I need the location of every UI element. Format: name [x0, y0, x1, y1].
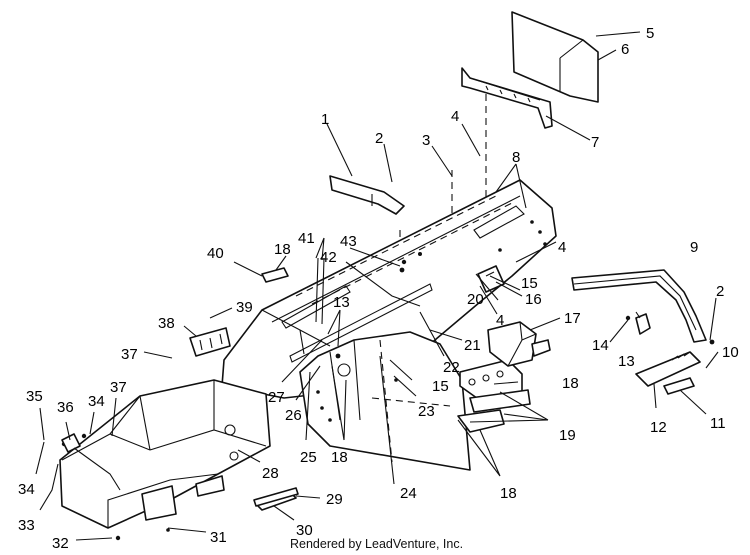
callout-41: 41 — [298, 230, 315, 247]
callout-34b: 34 — [88, 393, 105, 410]
switch-housing — [487, 321, 551, 367]
callout-5: 5 — [646, 25, 654, 42]
callout-13a: 13 — [333, 294, 350, 311]
linkage-arm — [61, 433, 121, 491]
callout-18b: 18 — [500, 485, 517, 502]
callout-42: 42 — [320, 249, 337, 266]
callout-37b: 37 — [110, 379, 127, 396]
callout-22: 22 — [443, 359, 460, 376]
callout-6: 6 — [621, 41, 629, 58]
render-credit: Rendered by LeadVenture, Inc. — [290, 537, 464, 551]
callout-23: 23 — [418, 403, 435, 420]
callout-4: 4 — [451, 108, 459, 125]
top-bracket — [329, 175, 405, 215]
u-shaped-bumper — [571, 269, 715, 345]
callout-43: 43 — [340, 233, 357, 250]
callout-31: 31 — [210, 529, 227, 546]
callout-18d: 18 — [274, 241, 291, 258]
small-plate — [261, 267, 289, 283]
callout-7: 7 — [591, 134, 599, 151]
rear-mounting-bracket — [461, 67, 553, 129]
callout-25: 25 — [300, 449, 317, 466]
callout-11: 11 — [710, 415, 726, 432]
callout-15b: 15 — [432, 378, 449, 395]
callout-38: 38 — [158, 315, 175, 332]
callout-30: 30 — [296, 522, 313, 539]
callout-1: 1 — [321, 111, 329, 128]
callout-13b: 13 — [618, 353, 635, 370]
callout-29: 29 — [326, 491, 343, 508]
callout-33: 33 — [18, 517, 35, 534]
callout-2: 2 — [375, 130, 383, 147]
callout-8: 8 — [512, 149, 520, 166]
callout-34a: 34 — [18, 481, 35, 498]
callout-10: 10 — [722, 344, 739, 361]
callout-14: 14 — [592, 337, 609, 354]
callout-16: 16 — [525, 291, 542, 308]
callout-20: 20 — [467, 291, 484, 308]
callout-12: 12 — [650, 419, 667, 436]
callout-40: 40 — [207, 245, 224, 262]
callout-18a: 18 — [562, 375, 579, 392]
callout-19: 19 — [559, 427, 576, 444]
callout-4c: 4 — [496, 312, 504, 329]
leader-lines — [35, 31, 719, 541]
rear-shield-plate — [511, 11, 599, 103]
callout-9: 9 — [690, 239, 698, 256]
callout-36: 36 — [57, 399, 74, 416]
callout-26: 26 — [285, 407, 302, 424]
callout-numbers: 1 2 3 4 5 6 7 8 4 9 2 15 16 4 20 17 14 1… — [18, 25, 739, 552]
callout-18c: 18 — [331, 449, 348, 466]
front-frame-tray — [59, 379, 271, 541]
flat-bar — [253, 487, 299, 511]
callout-2b: 2 — [716, 283, 724, 300]
callout-27: 27 — [268, 389, 285, 406]
main-frame-tunnel — [221, 179, 557, 399]
callout-28: 28 — [262, 465, 279, 482]
callout-21: 21 — [464, 337, 481, 354]
callout-17: 17 — [564, 310, 581, 327]
callout-24: 24 — [400, 485, 417, 502]
callout-4b: 4 — [558, 239, 566, 256]
callout-35: 35 — [26, 388, 43, 405]
callout-37a: 37 — [121, 346, 138, 363]
vertical-pins — [315, 257, 405, 359]
tunnel-side-bracket — [477, 265, 505, 293]
callout-3: 3 — [422, 132, 430, 149]
lower-mounting-brackets — [457, 359, 531, 433]
callout-15a: 15 — [521, 275, 538, 292]
rear-step-pad — [625, 313, 701, 395]
callout-32: 32 — [52, 535, 69, 552]
callout-39: 39 — [236, 299, 253, 316]
clip-bracket — [189, 327, 231, 357]
